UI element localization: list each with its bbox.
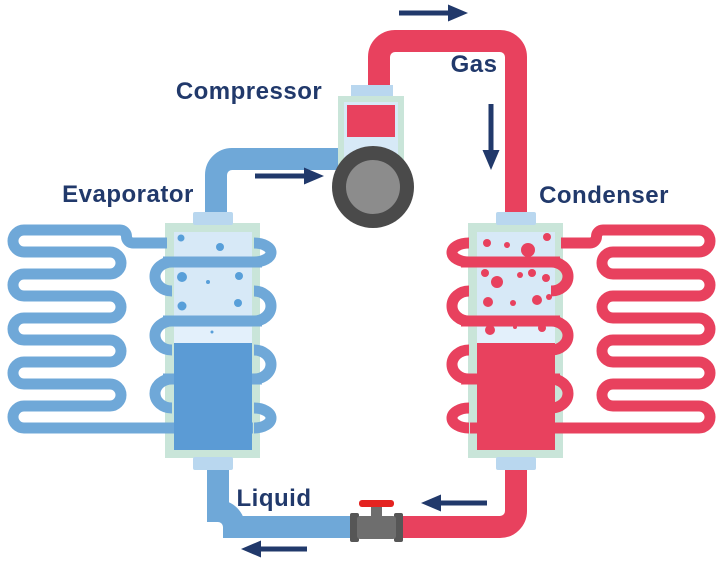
condenser-bubbles xyxy=(481,233,552,335)
condenser-interior-light-band xyxy=(477,327,555,343)
compressor-unit xyxy=(332,85,414,228)
evaporator-coil xyxy=(7,224,277,434)
suction-pipe xyxy=(205,148,350,220)
compressor-top-cap xyxy=(351,85,393,98)
condenser-liquid xyxy=(477,343,555,450)
flow-arrow-compressor-inlet xyxy=(255,167,324,185)
valve-handle xyxy=(359,500,394,507)
tank-caps xyxy=(193,212,536,470)
condenser-coil xyxy=(446,224,716,434)
arrow-head-left-icon xyxy=(241,540,261,558)
evaporator-bottom-cap xyxy=(193,457,233,470)
valve-stem xyxy=(371,506,382,519)
arrow-head-down-icon xyxy=(482,150,500,170)
arrow-head-right-icon xyxy=(304,167,324,185)
compressor-label: Compressor xyxy=(176,78,322,105)
flow-arrow-gas-down xyxy=(482,104,500,170)
discharge-pipe xyxy=(368,30,527,216)
evaporator-bubbles xyxy=(177,234,243,334)
evaporator-interior-light-band xyxy=(174,327,252,343)
valve-flange-right xyxy=(394,513,403,542)
gas-label: Gas xyxy=(451,51,498,78)
arrow-head-right-icon xyxy=(448,4,468,22)
condenser-bottom-cap xyxy=(496,457,536,470)
liquid-line-pipe xyxy=(207,460,360,538)
arrow-head-left-icon xyxy=(421,494,441,512)
compressor-red-block xyxy=(347,105,395,137)
condenser-outlet-pipe xyxy=(400,460,527,538)
evaporator-top-cap xyxy=(193,212,233,225)
valve-body xyxy=(357,516,396,539)
valve-flange-left xyxy=(350,513,359,542)
flow-arrow-top-right xyxy=(399,4,468,22)
liquid-label: Liquid xyxy=(237,485,312,512)
evaporator-label: Evaporator xyxy=(62,181,194,208)
condenser-top-cap xyxy=(496,212,536,225)
evaporator-liquid xyxy=(174,343,252,450)
compressor-motor-core xyxy=(346,160,400,214)
flow-arrow-liquid-right xyxy=(421,494,487,512)
expansion-valve xyxy=(350,500,403,542)
flow-arrow-liquid-left xyxy=(241,540,307,558)
condenser-label: Condenser xyxy=(539,182,669,209)
